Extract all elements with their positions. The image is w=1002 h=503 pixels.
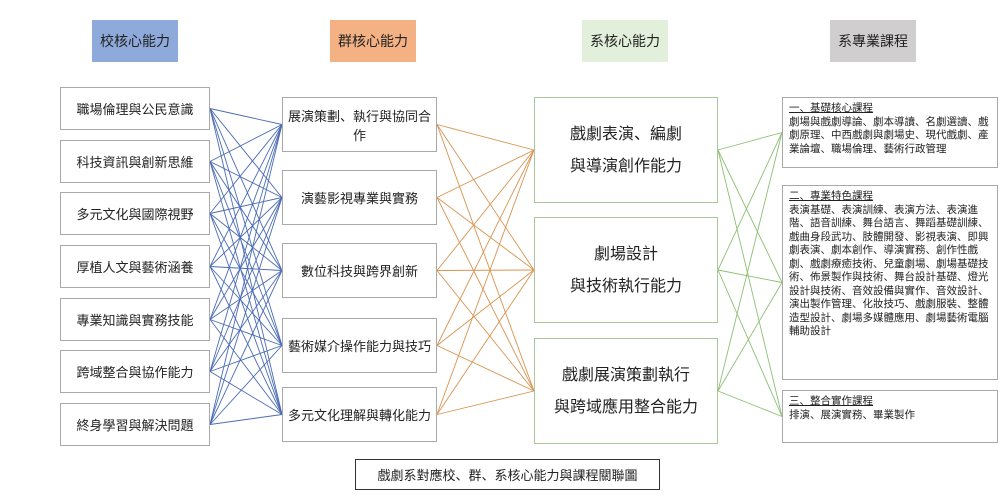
school-group-link bbox=[209, 270, 283, 320]
group-dept-link bbox=[436, 270, 535, 392]
school-group-link bbox=[209, 319, 283, 415]
school-group-link bbox=[209, 213, 283, 271]
school-group-link bbox=[209, 414, 283, 425]
school-group-link bbox=[209, 345, 283, 425]
dept-course-link bbox=[717, 149, 783, 417]
course-list: 排演、展演實務、畢業製作 bbox=[789, 408, 915, 421]
school-group-link bbox=[209, 161, 283, 346]
school-group-link bbox=[209, 266, 283, 271]
dept-line-2: 與跨域應用整合能力 bbox=[553, 397, 698, 416]
group-dept-link bbox=[436, 124, 535, 271]
course-box-specialty: 二、專業特色課程 表演基礎、表演訓練、表演方法、表演進階、語音訓練、舞台語言、舞… bbox=[782, 185, 998, 380]
school-group-link bbox=[209, 213, 283, 415]
group-competency-box: 演藝影視專業與實務 bbox=[282, 170, 437, 225]
school-group-link bbox=[209, 108, 283, 415]
diagram-caption: 戲劇系對應校、群、系核心能力與課程關聯圖 bbox=[355, 459, 660, 490]
school-group-link bbox=[209, 161, 283, 198]
group-dept-link bbox=[436, 149, 535, 271]
dept-course-link bbox=[717, 132, 783, 271]
school-group-link bbox=[209, 266, 283, 346]
school-group-link bbox=[209, 124, 283, 320]
dept-line-1: 戲劇展演策劃執行 bbox=[561, 365, 690, 384]
group-dept-link bbox=[436, 345, 535, 392]
group-competency-box: 多元文化理解與轉化能力 bbox=[282, 387, 437, 442]
dept-line-2: 與導演創作能力 bbox=[569, 156, 682, 175]
school-group-link bbox=[209, 124, 283, 267]
group-dept-link bbox=[436, 149, 535, 415]
course-title: 二、專業特色課程 bbox=[789, 190, 873, 202]
school-group-link bbox=[209, 197, 283, 214]
school-group-link bbox=[209, 197, 283, 320]
group-dept-link bbox=[436, 149, 535, 198]
dept-line-1: 戲劇表演、編劇 bbox=[569, 124, 682, 143]
school-group-link bbox=[209, 197, 283, 372]
group-dept-link bbox=[436, 197, 535, 271]
school-group-link bbox=[209, 161, 283, 415]
dept-course-link bbox=[717, 132, 783, 151]
dept-line-1: 劇場設計 bbox=[593, 244, 658, 263]
school-group-link bbox=[209, 108, 283, 198]
school-group-link bbox=[209, 124, 283, 162]
school-group-link bbox=[209, 213, 283, 346]
school-group-link bbox=[209, 270, 283, 372]
course-title: 一、基礎核心課程 bbox=[789, 102, 873, 114]
dept-line-2: 與技術執行能力 bbox=[569, 276, 682, 295]
header-dept-competency: 系核心能力 bbox=[582, 20, 668, 62]
group-dept-link bbox=[436, 269, 535, 271]
school-group-link bbox=[209, 266, 283, 415]
course-list: 表演基礎、表演訓練、表演方法、表演進階、語音訓練、舞台語言、舞蹈基礎訓練、戲曲身… bbox=[789, 203, 989, 338]
dept-competency-box: 戲劇展演策劃執行與跨域應用整合能力 bbox=[534, 338, 718, 444]
header-group-competency: 群核心能力 bbox=[330, 20, 416, 62]
school-group-link bbox=[209, 108, 283, 271]
dept-course-link bbox=[717, 269, 783, 417]
school-competency-box: 跨域整合與協作能力 bbox=[60, 350, 210, 393]
group-dept-link bbox=[436, 269, 535, 415]
dept-competency-box: 劇場設計與技術執行能力 bbox=[534, 217, 718, 323]
school-group-link bbox=[209, 124, 283, 425]
dept-course-link bbox=[717, 149, 783, 283]
group-dept-link bbox=[436, 124, 535, 392]
school-competency-box: 專業知識與實務技能 bbox=[60, 298, 210, 341]
school-group-link bbox=[209, 345, 283, 372]
course-box-integration: 三、整合實作課程 排演、展演實務、畢業製作 bbox=[782, 390, 998, 443]
course-box-core: 一、基礎核心課程 劇場與戲劇導論、劇本導讀、名劇選讀、戲劇原理、中西戲劇與劇場史… bbox=[782, 97, 998, 168]
school-competency-box: 職場倫理與公民意識 bbox=[60, 87, 210, 130]
school-group-link bbox=[209, 124, 283, 214]
school-group-link bbox=[209, 108, 283, 125]
group-dept-link bbox=[436, 124, 535, 151]
course-list: 劇場與戲劇導論、劇本導讀、名劇選讀、戲劇原理、中西戲劇與劇場史、現代戲劇、產業論… bbox=[789, 115, 989, 155]
dept-course-link bbox=[717, 269, 783, 283]
school-competency-box: 科技資訊與創新思維 bbox=[60, 140, 210, 183]
dept-course-link bbox=[717, 282, 783, 392]
group-dept-link bbox=[436, 269, 535, 346]
school-group-link bbox=[209, 270, 283, 425]
group-competency-box: 展演策劃、執行與協同合作 bbox=[282, 97, 437, 152]
school-group-link bbox=[209, 319, 283, 346]
header-dept-courses: 系專業課程 bbox=[830, 20, 916, 62]
group-competency-box: 數位科技與跨界創新 bbox=[282, 243, 437, 298]
school-group-link bbox=[209, 197, 283, 425]
dept-course-link bbox=[717, 132, 783, 392]
group-dept-link bbox=[436, 149, 535, 346]
school-competency-box: 厚植人文與藝術涵養 bbox=[60, 245, 210, 288]
group-competency-box: 藝術媒介操作能力與技巧 bbox=[282, 318, 437, 373]
dept-competency-box: 戲劇表演、編劇與導演創作能力 bbox=[534, 97, 718, 203]
school-group-link bbox=[209, 371, 283, 415]
dept-course-link bbox=[717, 390, 783, 417]
school-group-link bbox=[209, 197, 283, 267]
group-dept-link bbox=[436, 390, 535, 415]
school-group-link bbox=[209, 108, 283, 346]
group-dept-link bbox=[436, 197, 535, 392]
course-title: 三、整合實作課程 bbox=[789, 395, 873, 407]
school-group-link bbox=[209, 161, 283, 271]
header-school-competency: 校核心能力 bbox=[92, 20, 178, 62]
school-group-link bbox=[209, 124, 283, 372]
school-competency-box: 多元文化與國際視野 bbox=[60, 192, 210, 235]
school-competency-box: 終身學習與解決問題 bbox=[60, 403, 210, 446]
